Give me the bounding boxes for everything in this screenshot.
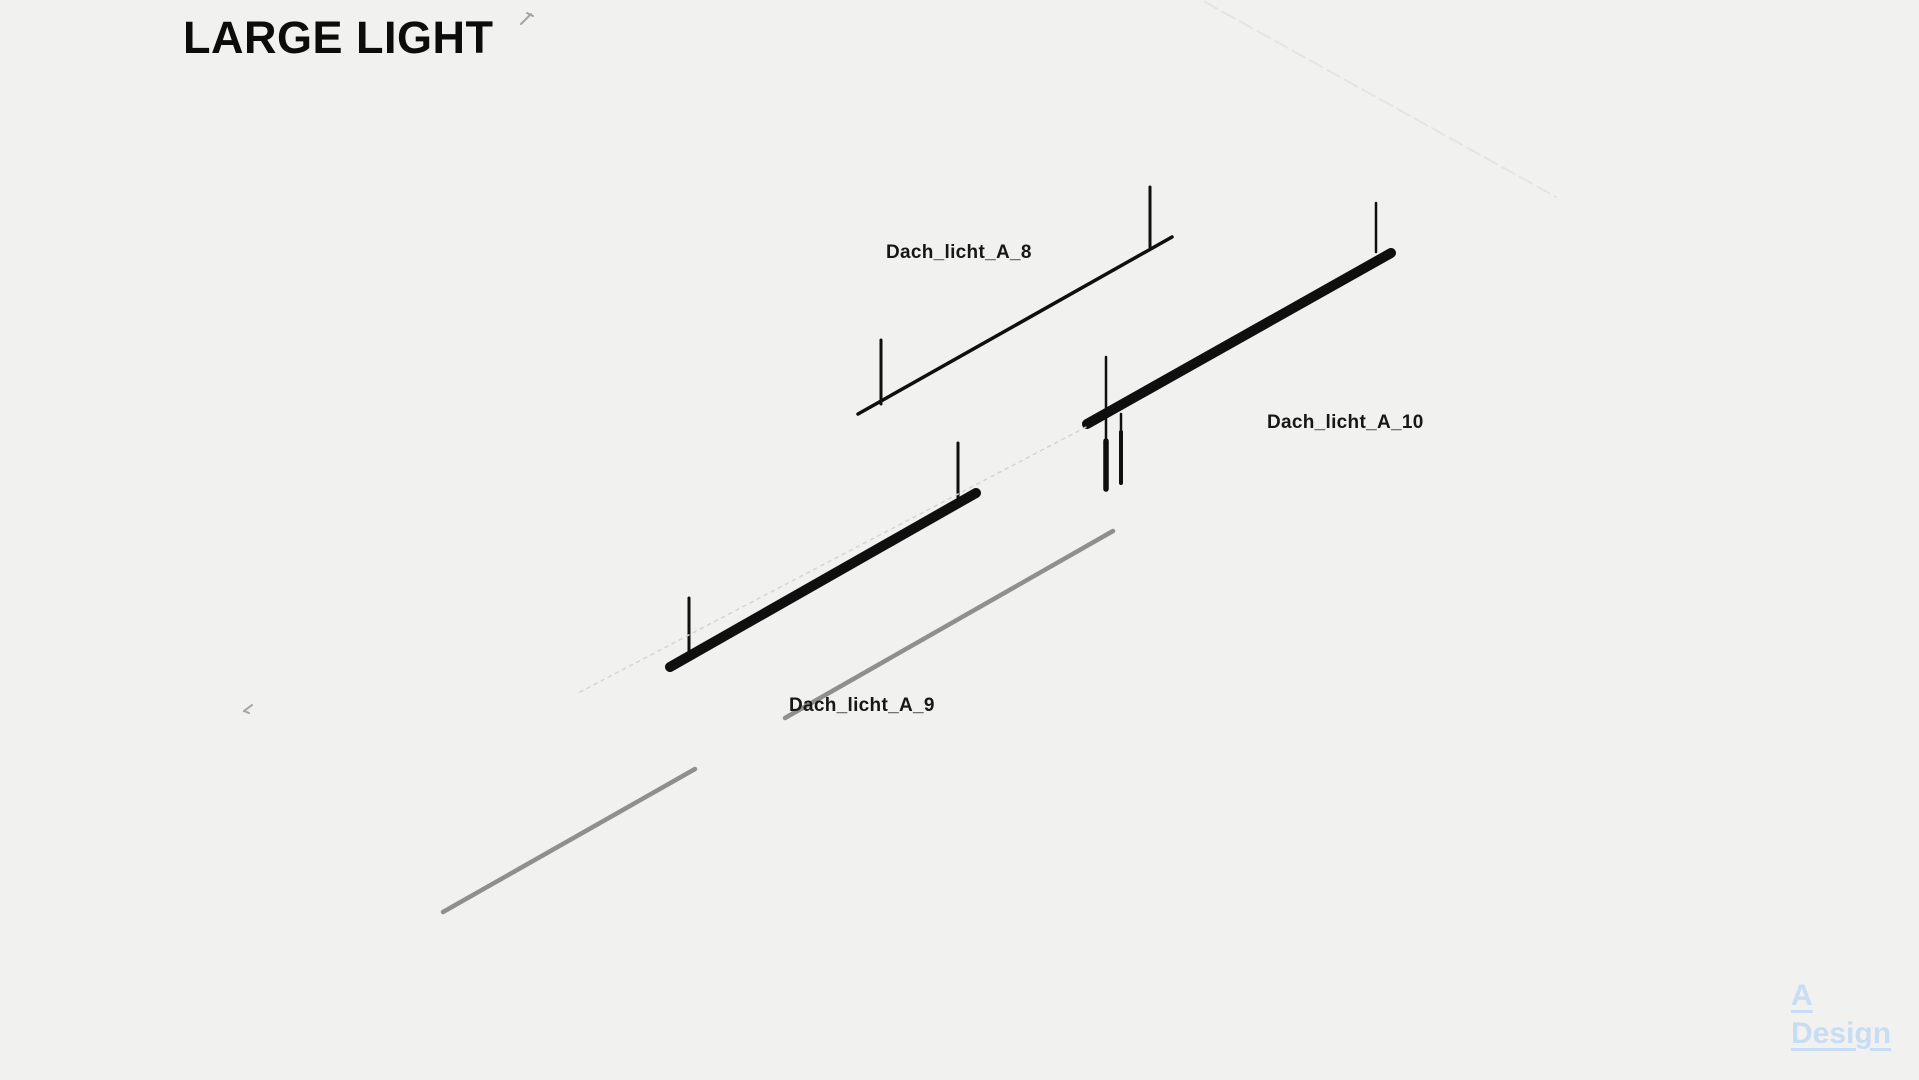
stray-mark-top-b (526, 12, 534, 17)
page-title: LARGE LIGHT (183, 12, 494, 63)
lamp-a9-bar (665, 488, 981, 672)
brand-link-a[interactable]: A (1791, 979, 1813, 1012)
lamp-a8-bar (856, 235, 1174, 416)
stray-mark-left-a (243, 704, 253, 712)
floor-line-1 (440, 766, 698, 915)
floor-line-2 (782, 528, 1116, 721)
stray-mark-left-b (243, 710, 250, 714)
guide-line (579, 425, 1089, 693)
brand-link-design[interactable]: Design (1791, 1017, 1892, 1051)
lamp-a10-bar (1082, 248, 1396, 429)
brand-watermark: A Design (1791, 977, 1891, 1053)
stray-mark-top-a (520, 13, 532, 25)
label-dach-licht-a-10: Dach_licht_A_10 (1267, 412, 1424, 433)
roof-edge-line (1204, 1, 1557, 198)
label-dach-licht-a-9: Dach_licht_A_9 (789, 695, 935, 716)
label-dach-licht-a-8: Dach_licht_A_8 (886, 242, 1032, 263)
